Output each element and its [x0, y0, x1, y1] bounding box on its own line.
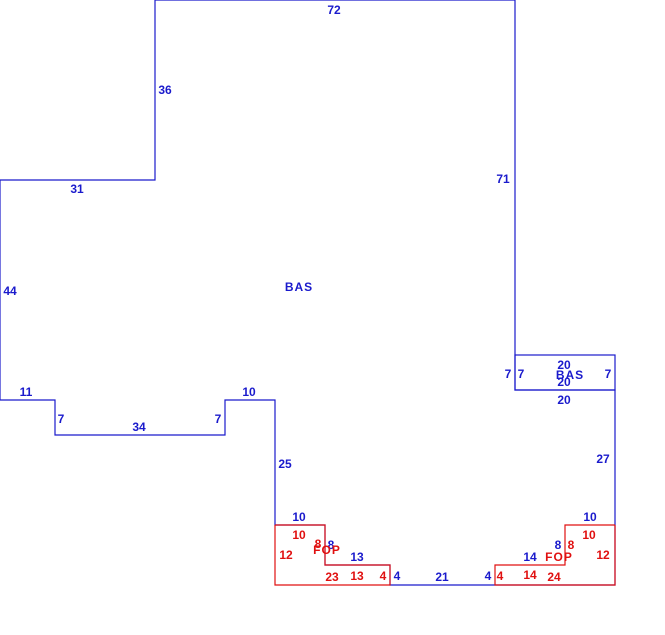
bas-bump-dimension-label: 20 [557, 358, 571, 372]
fop-left-dimension-label: 8 [315, 537, 322, 551]
bas-main-dimension-label: 27 [596, 452, 610, 466]
bas-bump-outline [514, 354, 616, 391]
bas-main-dimension-label: 72 [327, 3, 341, 17]
bas-main-dimension-label: 34 [132, 420, 146, 434]
bas-main-dimension-label: 7 [215, 412, 222, 426]
fop-right-dimension-label: 10 [582, 528, 596, 542]
bas-main-dimension-label: 8 [328, 538, 335, 552]
fop-left-dimension-label: 13 [350, 569, 364, 583]
bas-bump-dimension-label: 7 [518, 367, 525, 381]
bas-main-dimension-label: 10 [242, 385, 256, 399]
bas-main-dimension-label: 10 [583, 510, 597, 524]
fop-left-dimension-label: 12 [279, 548, 293, 562]
bas-main-dimension-label: 21 [435, 570, 449, 584]
bas-main-dimension-label: 71 [496, 172, 510, 186]
fop-left-outline [274, 524, 391, 586]
fop-left-dimension-label: 4 [380, 569, 387, 583]
bas-main-dimension-label: 10 [292, 510, 306, 524]
fop-right-dimension-label: 12 [596, 548, 610, 562]
bas-main-dimension-label: 11 [20, 385, 33, 399]
bas-main-dimension-label: 4 [485, 569, 492, 583]
fop-right-outline [494, 524, 616, 586]
fop-right-dimension-label: 14 [523, 568, 537, 582]
bas-main-dimension-label: 14 [523, 550, 537, 564]
fop-left-dimension-label: 23 [325, 570, 339, 584]
bas-main-dimension-label: 13 [350, 550, 364, 564]
bas-main-dimension-label: 31 [70, 182, 84, 196]
bas-main-dimension-label: 44 [3, 284, 17, 298]
bas-bump-dimension-label: 20 [557, 375, 571, 389]
fop-right-area-label: FOP [545, 550, 573, 564]
bas-main-dimension-label: 4 [394, 569, 401, 583]
bas-main-dimension-label: 36 [158, 83, 172, 97]
bas-main-area-label: BAS [285, 280, 313, 294]
bas-bump-dimension-label: 7 [605, 367, 612, 381]
fop-right-dimension-label: 4 [497, 569, 504, 583]
bas-main-dimension-label: 25 [278, 457, 292, 471]
fop-right-dimension-label: 24 [547, 570, 561, 584]
fop-left-dimension-label: 10 [292, 528, 306, 542]
bas-main-dimension-label: 7 [58, 412, 65, 426]
bas-main-dimension-label: 8 [555, 538, 562, 552]
fop-left-area-label: FOP [313, 543, 341, 557]
bas-bump-area-label: BAS [556, 368, 584, 382]
bas-main-dimension-label: 20 [557, 393, 571, 407]
bas-main-dimension-label: 7 [505, 367, 512, 381]
fop-right-dimension-label: 8 [568, 538, 575, 552]
